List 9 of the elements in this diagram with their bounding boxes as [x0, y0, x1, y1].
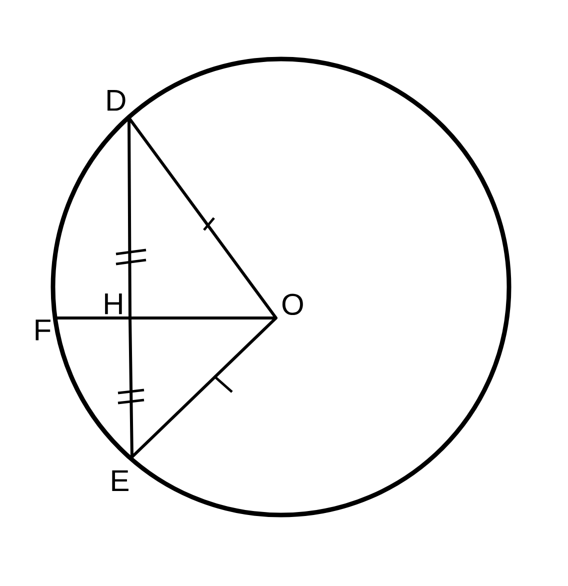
point-label: E	[112, 470, 128, 491]
point-label: D	[108, 90, 126, 111]
point-label: F	[36, 320, 50, 340]
point-label: H	[105, 294, 122, 314]
line-segment	[128, 116, 278, 320]
line-segment	[128, 316, 278, 320]
line-segment	[128, 316, 134, 458]
point-label: O	[282, 294, 303, 316]
line-segment	[130, 316, 278, 458]
